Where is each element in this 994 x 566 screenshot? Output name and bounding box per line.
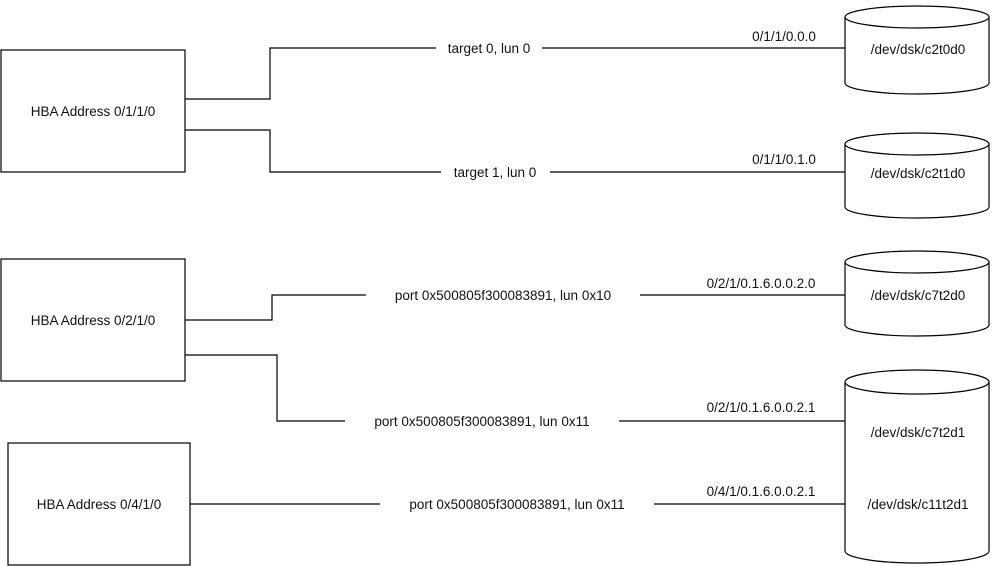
connection-label: target 1, lun 0	[454, 165, 537, 180]
path-connection: port 0x500805f300083891, lun 0x11 0/4/1/…	[190, 484, 845, 512]
disk-device-label: /dev/dsk/c2t1d0	[871, 166, 966, 181]
path-connection: port 0x500805f300083891, lun 0x10 0/2/1/…	[185, 276, 845, 321]
disk-c7t2d0: /dev/dsk/c7t2d0	[844, 250, 990, 337]
connection-label: target 0, lun 0	[448, 41, 531, 56]
hba-label: HBA Address 0/1/1/0	[31, 104, 156, 119]
hardware-path-label: 0/1/1/0.1.0	[752, 152, 816, 167]
hba-box-0-2-1-0: HBA Address 0/2/1/0	[0, 258, 186, 382]
disk-c2t1d0: /dev/dsk/c2t1d0	[844, 132, 990, 219]
hardware-path-label: 0/1/1/0.0.0	[752, 29, 816, 44]
hardware-path-label: 0/4/1/0.1.6.0.0.2.1	[707, 484, 816, 499]
disk-device-label: /dev/dsk/c7t2d0	[871, 288, 966, 303]
disk-device-label: /dev/dsk/c7t2d1	[871, 425, 966, 440]
hba-label: HBA Address 0/4/1/0	[37, 497, 162, 512]
hardware-path-label: 0/2/1/0.1.6.0.0.2.0	[707, 276, 816, 291]
hba-label: HBA Address 0/2/1/0	[31, 313, 156, 328]
connection-label: port 0x500805f300083891, lun 0x11	[409, 497, 624, 512]
hba-box-0-4-1-0: HBA Address 0/4/1/0	[7, 442, 191, 566]
disk-c7t2d1-c11t2d1: /dev/dsk/c7t2d1 /dev/dsk/c11t2d1	[844, 369, 990, 564]
path-connection: target 1, lun 0 0/1/1/0.1.0	[185, 129, 845, 180]
hardware-path-label: 0/2/1/0.1.6.0.0.2.1	[707, 400, 816, 415]
path-connection: target 0, lun 0 0/1/1/0.0.0	[185, 29, 845, 100]
path-connection: port 0x500805f300083891, lun 0x11 0/2/1/…	[185, 354, 845, 429]
connection-label: port 0x500805f300083891, lun 0x10	[395, 288, 611, 303]
hba-box-0-1-1-0: HBA Address 0/1/1/0	[0, 49, 186, 173]
connection-label: port 0x500805f300083891, lun 0x11	[374, 414, 589, 429]
disk-device-label: /dev/dsk/c11t2d1	[867, 497, 968, 512]
disk-c2t0d0: /dev/dsk/c2t0d0	[844, 5, 990, 95]
disk-device-label: /dev/dsk/c2t0d0	[871, 42, 966, 57]
